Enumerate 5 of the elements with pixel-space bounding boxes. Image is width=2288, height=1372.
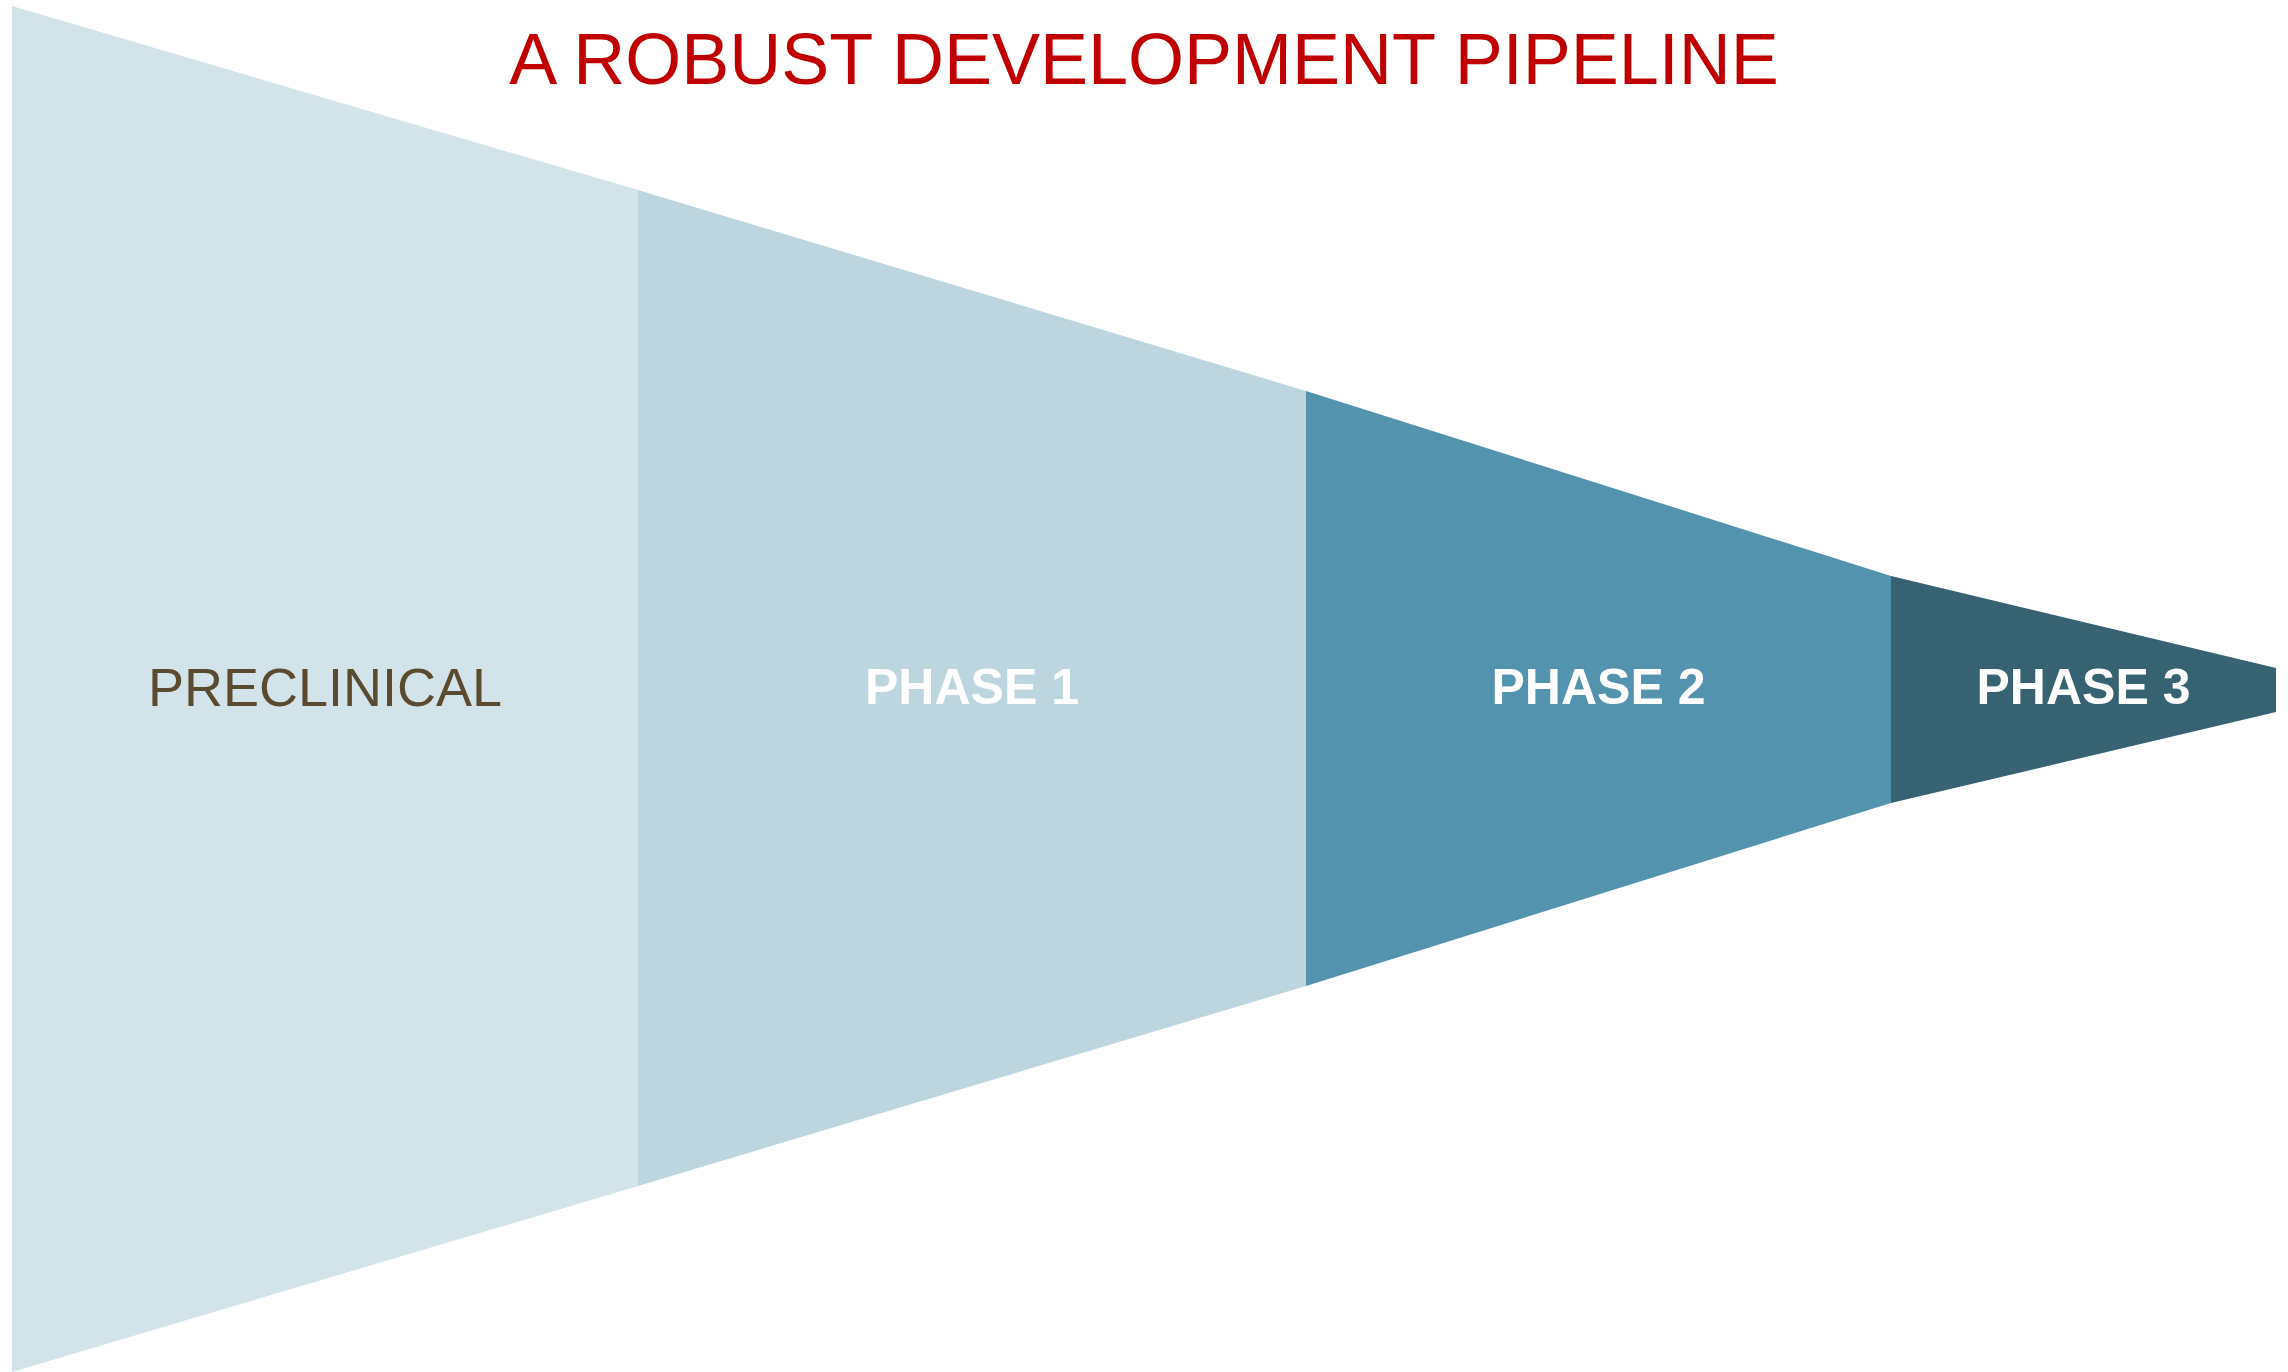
stage-label: PHASE 2 [1491,658,1706,716]
diagram-title: A ROBUST DEVELOPMENT PIPELINE [509,18,1779,100]
stage-label: PRECLINICAL [147,655,503,718]
stage-label: PHASE 1 [865,658,1079,716]
stage-label: PHASE 3 [1976,658,2191,716]
